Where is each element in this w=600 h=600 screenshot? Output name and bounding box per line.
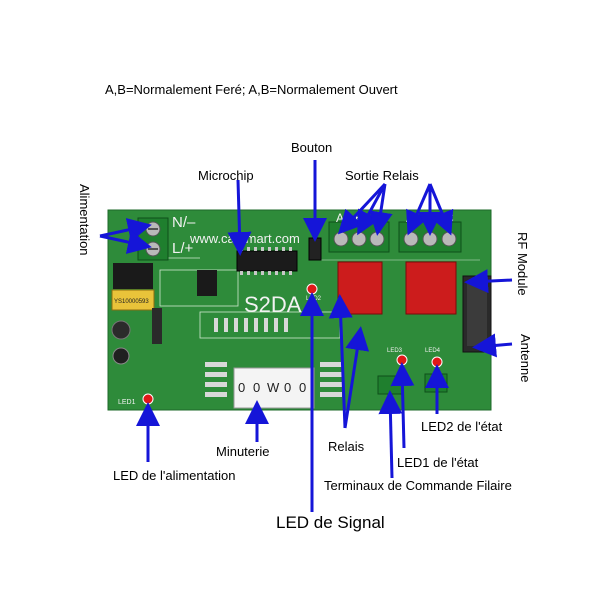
- led-power: [142, 393, 154, 405]
- arrow-sortie-2: [357, 183, 387, 236]
- relay-1: [337, 261, 383, 315]
- annotation-arrows: [99, 160, 513, 512]
- board-model-text: S2DA: [244, 292, 302, 317]
- arrow-sortie-6: [428, 183, 454, 236]
- dip-value-2: 0: [253, 380, 260, 395]
- label-sortie-relais: Sortie Relais: [345, 168, 419, 183]
- arrow-antenne: [472, 333, 513, 358]
- arrow-alimentation-2: [99, 230, 152, 254]
- arrow-sortie-1: [337, 182, 387, 235]
- label-rf-module: RF Module: [515, 232, 530, 296]
- label-alimentation: Alimentation: [77, 184, 92, 256]
- arrow-rf: [464, 269, 513, 294]
- dip-value-1: 0: [238, 380, 245, 395]
- label-relais: Relais: [328, 439, 365, 454]
- power-terminal-block: [137, 217, 169, 261]
- arrow-relais-2: [343, 326, 370, 429]
- label-antenne: Antenne: [518, 334, 533, 383]
- dip-value-3: W: [267, 380, 280, 395]
- label-led-alimentation: LED de l'alimentation: [113, 468, 236, 483]
- dip-value-5: 0: [299, 380, 306, 395]
- arrow-sortie-4: [406, 183, 432, 236]
- relay-2: [405, 261, 457, 315]
- label-led1-etat: LED1 de l'état: [397, 455, 479, 470]
- arrow-alimentation-1: [99, 218, 152, 242]
- label-led2-etat: LED2 de l'état: [421, 419, 503, 434]
- arrow-led1: [390, 362, 415, 449]
- power-mark-l: L/+: [172, 240, 194, 257]
- dip-value-4: 0: [284, 380, 291, 395]
- arrow-microchip: [227, 179, 252, 256]
- led-status-1: [396, 354, 408, 366]
- label-led-signal: LED de Signal: [276, 513, 385, 532]
- microchip: [197, 247, 298, 296]
- button-component: [308, 237, 322, 261]
- normal-state-note: A,B=Normalement Feré; A,B=Normalement Ou…: [105, 82, 398, 97]
- arrow-sortie-3: [368, 183, 393, 236]
- label-terminaux: Terminaux de Commande Filaire: [324, 478, 512, 493]
- silk-led3: LED3: [387, 348, 403, 354]
- power-supply-parts: [111, 263, 162, 365]
- rf-module: [462, 275, 492, 353]
- led-signal: [306, 283, 318, 295]
- power-mark-n: N/–: [172, 214, 196, 231]
- resistor-rows: [205, 318, 342, 397]
- silk-led2: LED2: [306, 296, 322, 302]
- led-status-2: [431, 356, 443, 368]
- silk-led4: LED4: [425, 348, 441, 354]
- board-url-text: www.carymart.com: [189, 231, 300, 246]
- label-minuterie: Minuterie: [216, 444, 270, 459]
- silk-led1: LED1: [118, 399, 136, 406]
- label-bouton: Bouton: [291, 140, 333, 155]
- terminal-letter-a1: A: [336, 211, 344, 225]
- regulator-text: YS10000593: [114, 299, 149, 305]
- arrow-terminaux: [378, 390, 403, 479]
- arrow-relais-1: [328, 294, 353, 429]
- label-microchip: Microchip: [198, 168, 254, 183]
